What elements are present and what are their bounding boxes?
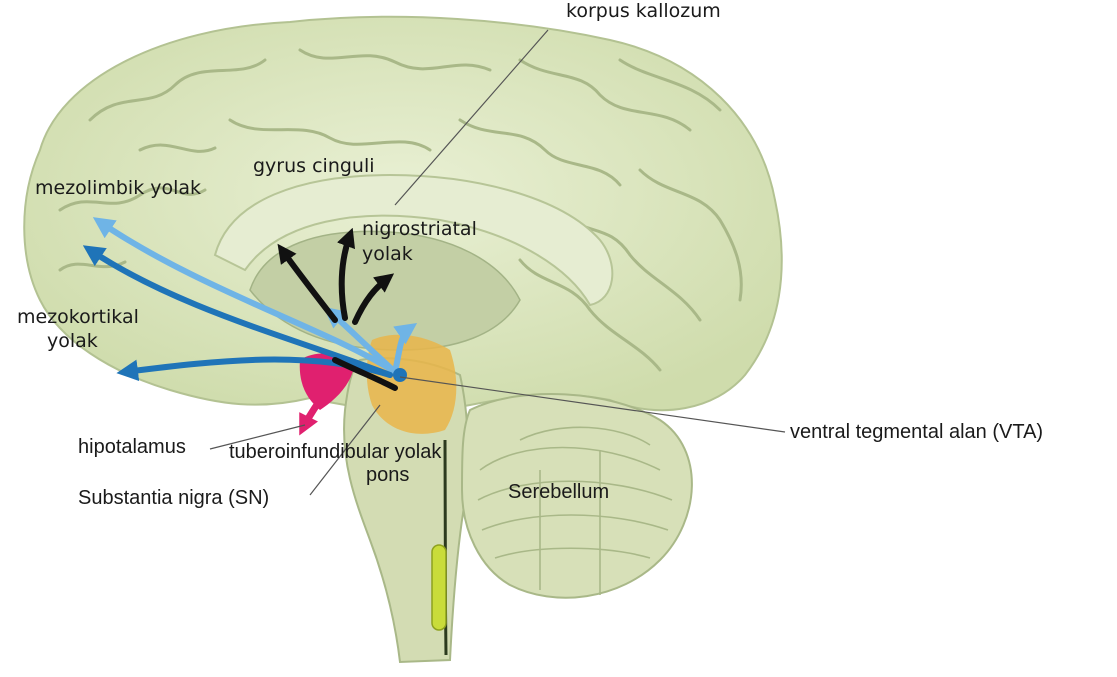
label-korpus-kallozum: korpus kallozum — [566, 1, 721, 23]
label-nigrostriatal-yolak-line1: nigrostriatal — [362, 219, 477, 241]
label-mezokortikal-yolak-line1: mezokortikal — [17, 307, 139, 329]
label-mezolimbik-yolak: mezolimbik yolak — [35, 178, 201, 200]
label-serebellum: Serebellum — [508, 481, 609, 504]
label-mezokortikal-yolak-line2: yolak — [47, 331, 98, 353]
label-substantia-nigra: Substantia nigra (SN) — [78, 487, 269, 510]
label-gyrus-cinguli: gyrus cinguli — [253, 156, 375, 178]
label-ventral-tegmental-alan: ventral tegmental alan (VTA) — [790, 421, 1043, 444]
label-tuberoinfundibular-yolak: tuberoinfundibular yolak — [229, 441, 441, 464]
vta-dot — [393, 368, 407, 382]
label-pons: pons — [366, 464, 409, 487]
spinal-segment — [432, 545, 446, 630]
label-nigrostriatal-yolak-line2: yolak — [362, 244, 413, 266]
label-hipotalamus: hipotalamus — [78, 436, 186, 459]
